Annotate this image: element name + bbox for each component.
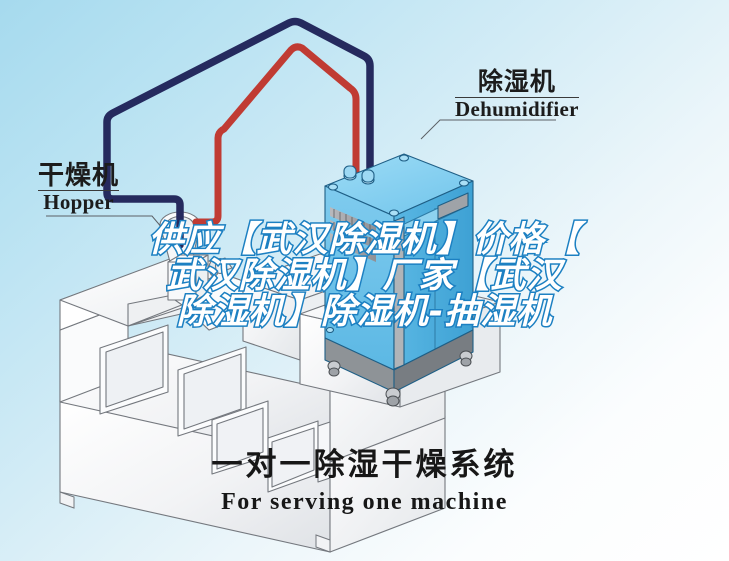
- dehumidifier-unit: [324, 153, 474, 407]
- ventilation-grill: [330, 207, 376, 262]
- machine-feet: [59, 491, 331, 553]
- callout-hopper: 干燥机 Hopper: [38, 160, 120, 214]
- callout-dehumidifier-label-en: Dehumidifier: [455, 97, 579, 121]
- callout-hopper-label-en: Hopper: [43, 190, 114, 214]
- system-caption-cn: 一对一除湿干燥系统: [211, 447, 518, 482]
- system-caption-en: For serving one machine: [221, 489, 508, 515]
- system-caption: 一对一除湿干燥系统 For serving one machine: [0, 449, 729, 514]
- callout-hopper-label-cn: 干燥机: [38, 160, 120, 190]
- return-air-pipe: [192, 43, 360, 226]
- dry-air-supply-pipe: [103, 17, 374, 249]
- casters: [327, 350, 473, 407]
- callout-dehumidifier-rule: [455, 97, 579, 98]
- callout-dehumidifier-label-cn: 除湿机: [477, 68, 556, 96]
- callout-dehumidifier: 除湿机 Dehumidifier: [455, 70, 579, 120]
- pipe-connectors: [343, 165, 375, 185]
- leader-line-hopper: [46, 215, 164, 230]
- leader-line-dehumidifier: [420, 119, 556, 140]
- callout-hopper-rule: [38, 190, 120, 191]
